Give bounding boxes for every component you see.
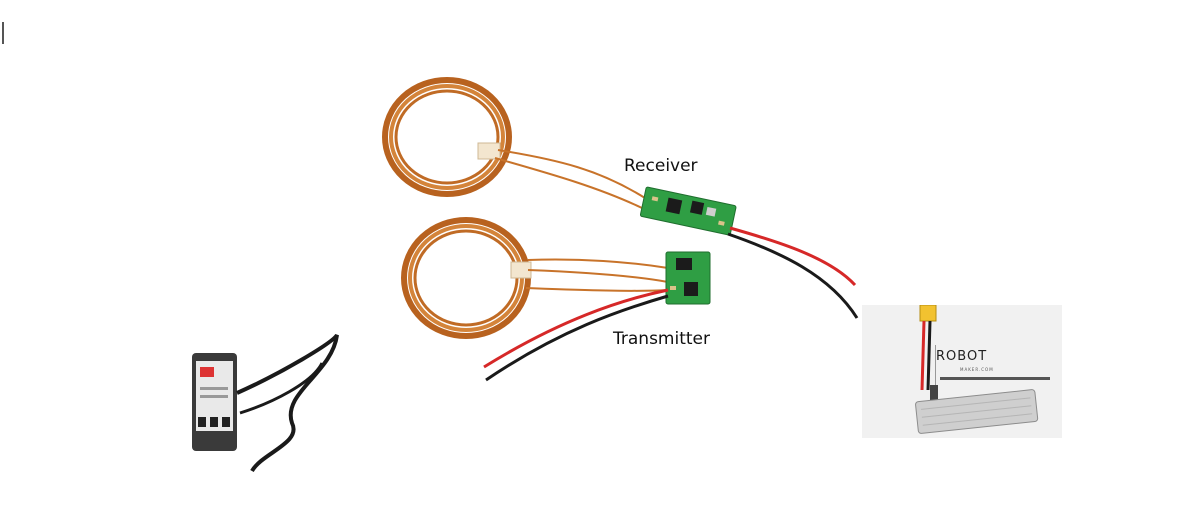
wall-charger-icon [192, 333, 339, 473]
receiver-coil-icon [382, 77, 512, 197]
battery-image: ROBOT MAKER.COM [862, 305, 1062, 438]
transmitter-coil-icon [401, 217, 532, 339]
transmitter-label: Transmitter [613, 329, 710, 349]
battery-brand-name: ROBOT [936, 349, 988, 364]
receiver-label: Receiver [624, 156, 698, 176]
receiver-pcb-icon [639, 186, 737, 236]
charger-image [192, 333, 352, 473]
transmitter-pcb-icon [665, 251, 711, 305]
edge-mark [2, 22, 4, 44]
battery-brand-sub: MAKER.COM [960, 367, 994, 372]
lipo-battery-icon [915, 305, 1050, 434]
